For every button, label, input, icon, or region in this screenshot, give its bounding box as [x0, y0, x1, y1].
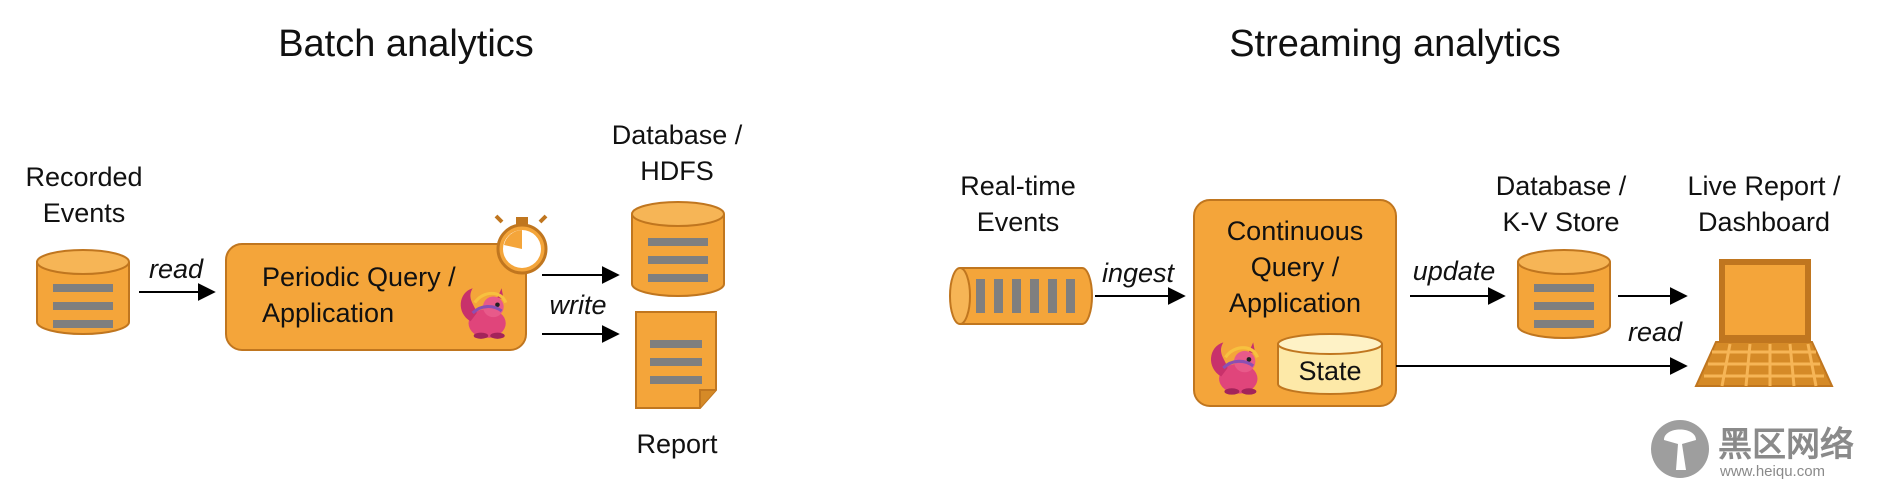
batch-read-label: read: [149, 254, 204, 284]
state-cylinder: [1277, 333, 1383, 395]
streaming-title: Streaming analytics: [1229, 23, 1561, 65]
hdfs-database-icon: [631, 201, 725, 297]
periodic-query-label-line1: Periodic Query /: [262, 262, 456, 292]
kv-store-database-icon: [1517, 249, 1611, 339]
state-label: State: [1298, 356, 1361, 386]
periodic-query-label-line2: Application: [262, 298, 394, 328]
batch-db-label-line2: HDFS: [640, 156, 714, 186]
continuous-query-label-line1: Continuous: [1227, 216, 1364, 246]
continuous-query-label-line2: Query /: [1251, 252, 1340, 282]
kv-store-label-line2: K-V Store: [1502, 207, 1619, 237]
report-label: Report: [636, 429, 718, 459]
recorded-events-database-icon: [36, 249, 130, 335]
stream-source-label-line1: Real-time: [960, 171, 1076, 201]
batch-source-label-line2: Events: [43, 198, 126, 228]
computer-dashboard-icon: [1694, 259, 1834, 387]
watermark-text: 黑区网络: [1718, 425, 1854, 464]
dashboard-label-line1: Live Report /: [1687, 171, 1841, 201]
stopwatch-icon: [494, 214, 548, 275]
report-document-icon: [635, 311, 717, 409]
watermark-url: www.heiqu.com: [1719, 463, 1825, 480]
batch-db-label-line1: Database /: [612, 120, 743, 150]
stream-read-label: read: [1628, 317, 1683, 347]
watermark-logo: [1651, 420, 1709, 478]
continuous-query-label-line3: Application: [1229, 288, 1361, 318]
periodic-query-box: [225, 243, 527, 351]
stream-update-label: update: [1413, 256, 1496, 286]
batch-title: Batch analytics: [278, 23, 534, 65]
stream-source-label-line2: Events: [977, 207, 1060, 237]
dashboard-label-line2: Dashboard: [1698, 207, 1830, 237]
batch-write-label: write: [549, 290, 606, 320]
kv-store-label-line1: Database /: [1496, 171, 1627, 201]
stream-ingest-label: ingest: [1102, 258, 1176, 288]
batch-source-label-line1: Recorded: [25, 162, 142, 192]
event-stream-queue-icon: [949, 267, 1093, 325]
